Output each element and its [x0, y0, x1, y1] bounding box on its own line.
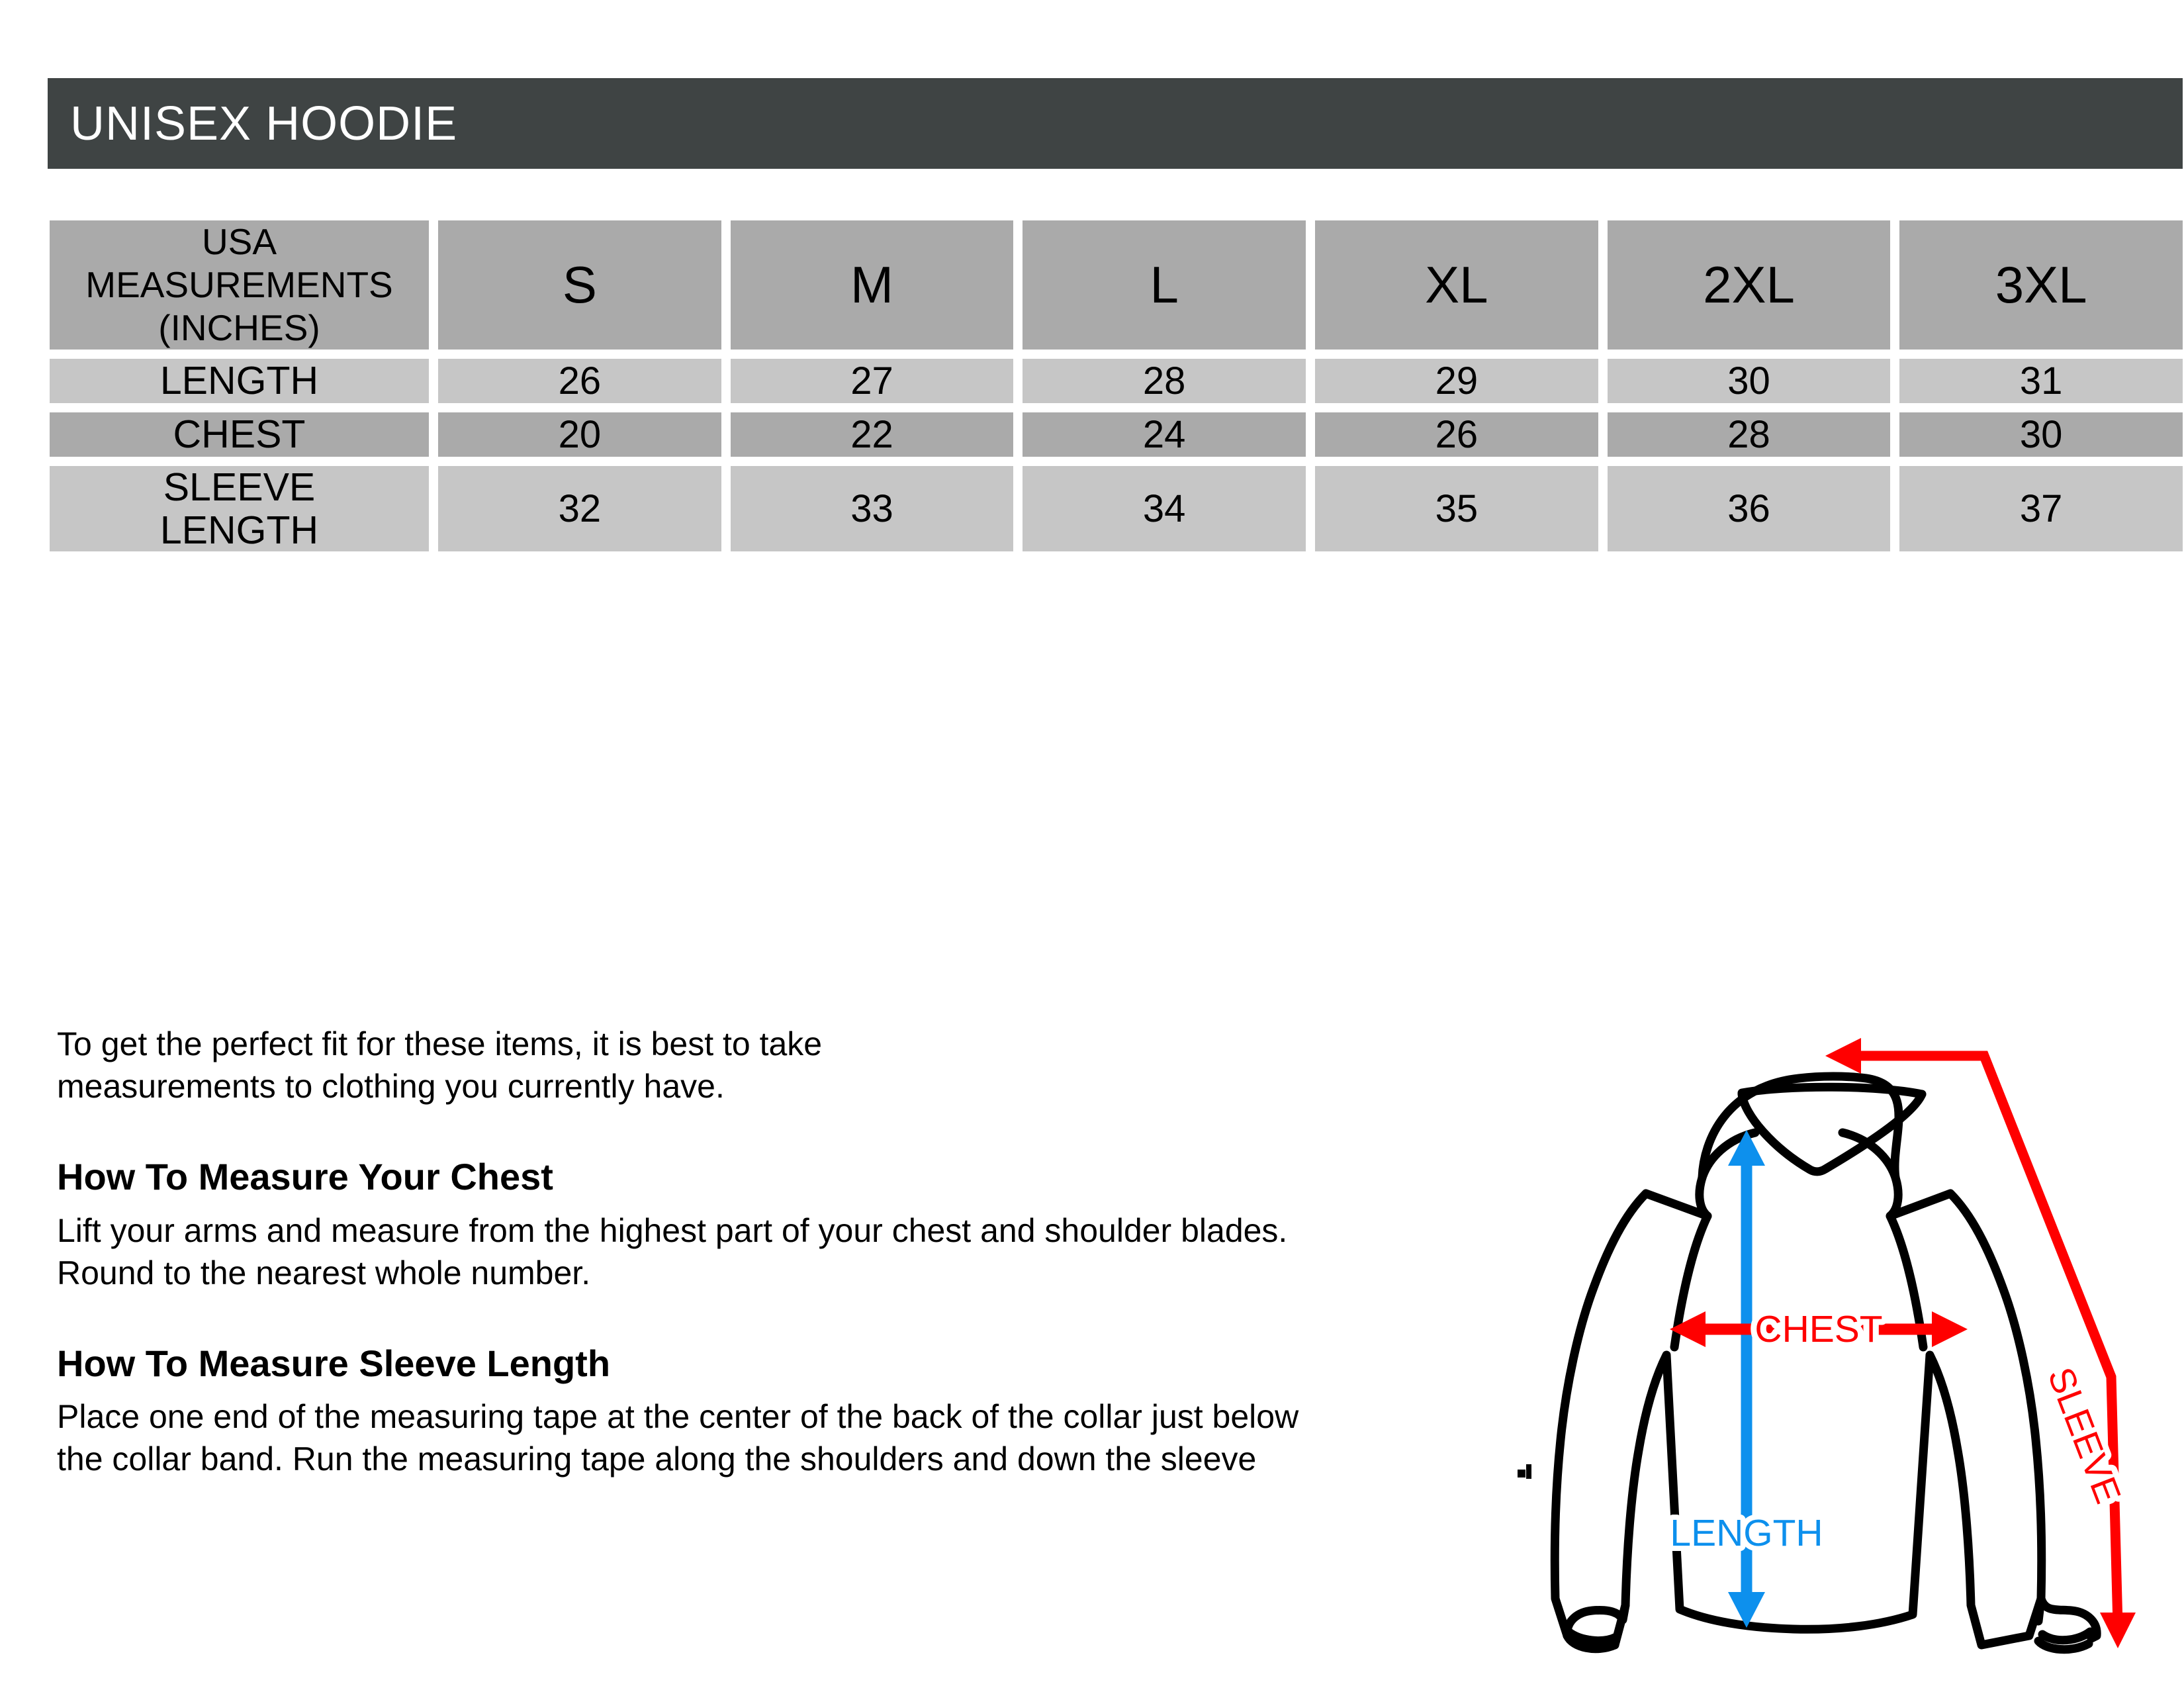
chest-section-body-line-1: Lift your arms and measure from the high… — [57, 1211, 1288, 1249]
page-title: UNISEX HOODIE — [70, 97, 458, 150]
table-cell-chest-s: 20 — [438, 412, 721, 457]
length-measure-label: LENGTH — [1670, 1512, 1823, 1554]
table-cell-sleeve-m: 33 — [730, 465, 1014, 552]
table-cell-length-s: 26 — [438, 358, 721, 403]
table-cell-chest-3xl: 30 — [1899, 412, 2183, 457]
table-cell-chest-xl: 26 — [1314, 412, 1598, 457]
table-cell-sleeve-xl: 35 — [1314, 465, 1598, 552]
table-header-size-2xl: 2XL — [1607, 220, 1891, 350]
table-cell-sleeve-2xl: 36 — [1607, 465, 1891, 552]
table-cell-length-2xl: 30 — [1607, 358, 1891, 403]
header-line-1: USA — [201, 221, 277, 262]
sleeve-measure-arrow — [1825, 1038, 2136, 1648]
table-cell-chest-m: 22 — [730, 412, 1014, 457]
chest-section-heading: How To Measure Your Chest — [57, 1156, 553, 1197]
table-row-label-chest: CHEST — [50, 412, 429, 457]
table-cell-length-3xl: 31 — [1899, 358, 2183, 403]
table-header-size-l: L — [1023, 220, 1306, 350]
row-label-length-line1: LENGTH — [159, 358, 319, 402]
length-measure-arrow — [1728, 1130, 1765, 1628]
hoodie-diagram: LENGTH CHEST SLEEVE — [1509, 1016, 2184, 1688]
chest-measure-label: CHEST — [1754, 1308, 1882, 1350]
spacer — [57, 1383, 1533, 1395]
header-line-2: MEASUREMENTS — [85, 263, 393, 305]
table-header-size-m: M — [730, 220, 1014, 350]
intro-line-1: To get the perfect fit for these items, … — [57, 1025, 823, 1062]
table-cell-length-m: 27 — [730, 358, 1014, 403]
table-cell-length-xl: 29 — [1314, 358, 1598, 403]
chest-section-body-line-2: Round to the nearest whole number. — [57, 1254, 591, 1291]
hoodie-outline-icon — [1550, 1072, 2101, 1654]
stray-dot-artifact — [1518, 1470, 1525, 1477]
table-cell-sleeve-l: 34 — [1023, 465, 1306, 552]
table-cell-length-l: 28 — [1023, 358, 1306, 403]
table-header-size-s: S — [438, 220, 721, 350]
table-row-label-length: LENGTH — [50, 358, 429, 403]
spacer — [57, 1197, 1533, 1209]
table-header-measurements-label: USA MEASUREMENTS (INCHES) — [50, 220, 429, 350]
table-cell-chest-l: 24 — [1023, 412, 1306, 457]
header-line-3: (INCHES) — [158, 306, 320, 348]
size-chart-table: USA MEASUREMENTS (INCHES) S M L XL 2XL 3… — [50, 220, 2183, 552]
sleeve-section-body-line-2: the collar band. Run the measuring tape … — [57, 1440, 1257, 1478]
row-label-chest-line1: CHEST — [173, 412, 306, 456]
spacer — [57, 1294, 1533, 1343]
table-cell-sleeve-s: 32 — [438, 465, 721, 552]
page-title-bar: UNISEX HOODIE — [48, 78, 2183, 169]
instructions-panel: To get the perfect fit for these items, … — [57, 1023, 1533, 1480]
table-header-size-3xl: 3XL — [1899, 220, 2183, 350]
stray-tick-mark — [1526, 1464, 1531, 1479]
sleeve-section-heading: How To Measure Sleeve Length — [57, 1342, 611, 1384]
spacer — [57, 1107, 1533, 1156]
table-cell-chest-2xl: 28 — [1607, 412, 1891, 457]
table-row-label-sleeve-length: SLEEVE LENGTH — [50, 465, 429, 552]
row-label-sleeve-line2: LENGTH — [159, 508, 319, 552]
sleeve-section-body-line-1: Place one end of the measuring tape at t… — [57, 1398, 1299, 1436]
row-label-sleeve-line1: SLEEVE — [163, 465, 316, 509]
chest-measure-arrow — [1670, 1311, 1968, 1347]
table-cell-sleeve-3xl: 37 — [1899, 465, 2183, 552]
intro-line-2: measurements to clothing you currently h… — [57, 1068, 725, 1105]
table-header-size-xl: XL — [1314, 220, 1598, 350]
